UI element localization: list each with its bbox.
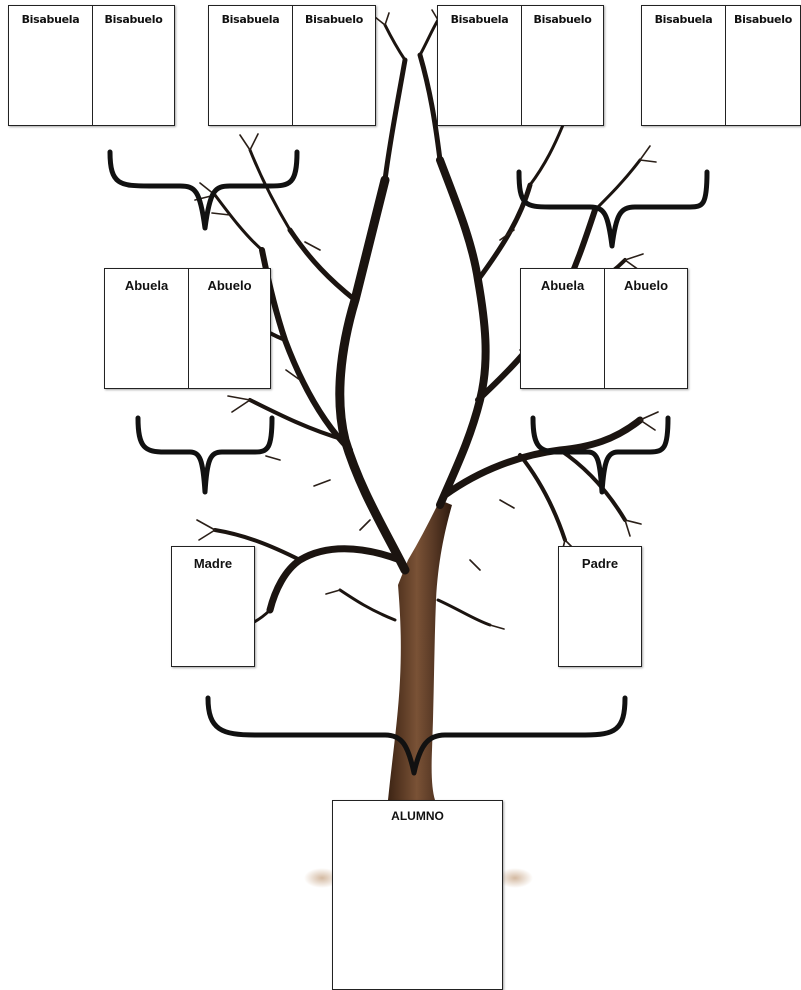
great-grandparents-pair-4: Bisabuela Bisabuelo [641,5,801,126]
mother-box: Madre [171,546,255,667]
great-grandmother-label: Bisabuela [654,13,713,26]
student-box: ALUMNO [332,800,503,990]
great-grandparents-pair-1: Bisabuela Bisabuelo [8,5,175,126]
bracket-great-grandparents-right [516,169,710,249]
ground-shadow [304,868,340,888]
bracket-parents [205,695,628,776]
bracket-grandparents-right [530,415,671,495]
great-grandmother-label: Bisabuela [21,13,80,26]
grandmother-label: Abuela [540,278,585,293]
father-label: Padre [581,556,619,571]
mother-label: Madre [193,556,233,571]
grandmother-label: Abuela [124,278,169,293]
great-grandfather-label: Bisabuelo [725,6,800,125]
tree-trunk [388,500,452,800]
student-label: ALUMNO [391,809,444,823]
great-grandmother-label: Bisabuela [450,13,509,26]
bracket-grandparents-left [135,415,275,495]
brackets [107,149,710,776]
great-grandfather-label: Bisabuelo [92,6,174,125]
great-grandfather-label: Bisabuelo [521,6,603,125]
grandparents-pair-left: Abuela Abuelo [104,268,271,389]
father-box: Padre [558,546,642,667]
great-grandmother-label: Bisabuela [221,13,280,26]
grandfather-label: Abuelo [188,269,270,388]
grandfather-label: Abuelo [604,269,687,388]
great-grandparents-pair-3: Bisabuela Bisabuelo [437,5,604,126]
great-grandfather-label: Bisabuelo [292,6,375,125]
grandparents-pair-right: Abuela Abuelo [520,268,688,389]
bracket-great-grandparents-left [107,149,300,231]
ground-shadow [497,868,533,888]
great-grandparents-pair-2: Bisabuela Bisabuelo [208,5,376,126]
